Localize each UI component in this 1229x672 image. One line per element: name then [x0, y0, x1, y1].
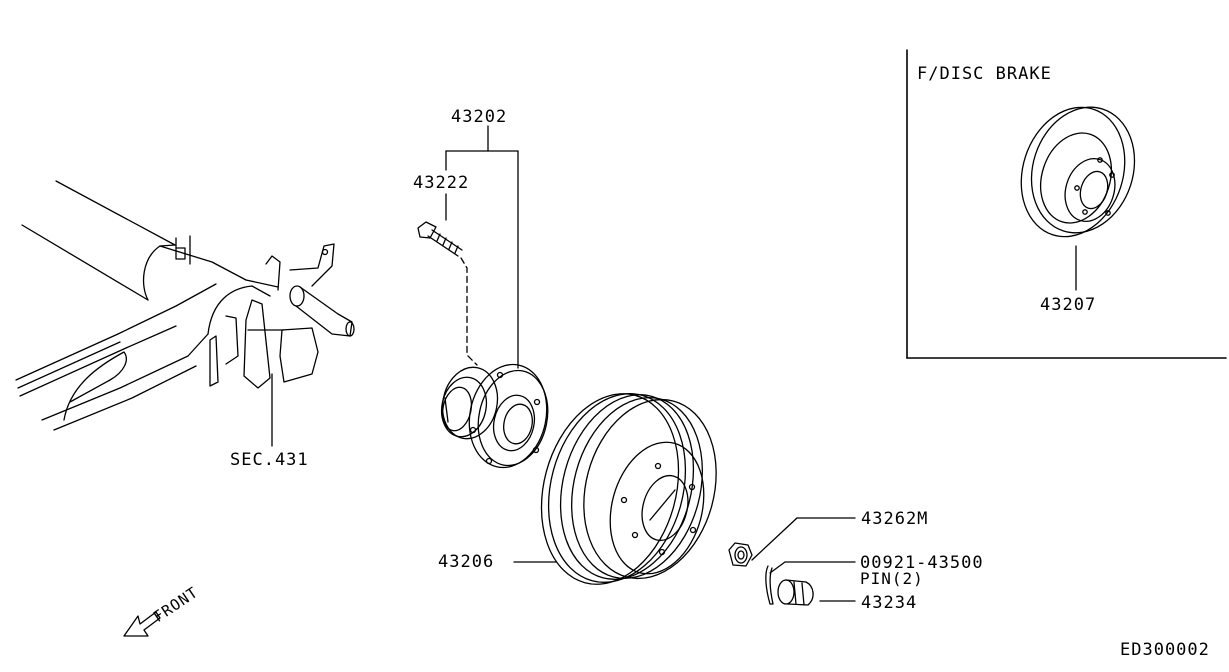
alignment-dashes	[460, 257, 478, 366]
part-number-43206[interactable]: 43206	[438, 552, 495, 572]
cap-43234[interactable]	[777, 579, 814, 606]
inset-title: F/DISC BRAKE	[917, 64, 1052, 84]
part-number-43202[interactable]: 43202	[451, 107, 508, 127]
leader-lines	[271, 125, 856, 602]
diagram-code: ED300002	[1120, 640, 1210, 660]
part-number-43222[interactable]: 43222	[413, 173, 470, 193]
brake-drum-43206[interactable]	[521, 378, 735, 600]
part-number-43207[interactable]: 43207	[1040, 295, 1097, 315]
inset-frame	[906, 49, 1227, 359]
part-number-43262m[interactable]: 43262M	[861, 509, 929, 529]
axle-knuckle-sec431[interactable]	[15, 180, 355, 431]
part-number-00921-43500[interactable]: 00921-43500	[860, 553, 984, 573]
hub-assembly-43202[interactable]	[436, 357, 556, 475]
hub-bolt-43222[interactable]	[417, 221, 463, 257]
cotter-pin-00921-43500[interactable]	[765, 565, 774, 605]
nut-43262m[interactable]	[728, 542, 753, 567]
cotter-pin-description: PIN(2)	[860, 569, 924, 588]
part-number-43234[interactable]: 43234	[861, 593, 918, 613]
front-arrow-icon	[123, 611, 161, 637]
section-ref-label[interactable]: SEC.431	[230, 450, 309, 470]
disc-rotor-43207[interactable]	[1005, 94, 1150, 291]
